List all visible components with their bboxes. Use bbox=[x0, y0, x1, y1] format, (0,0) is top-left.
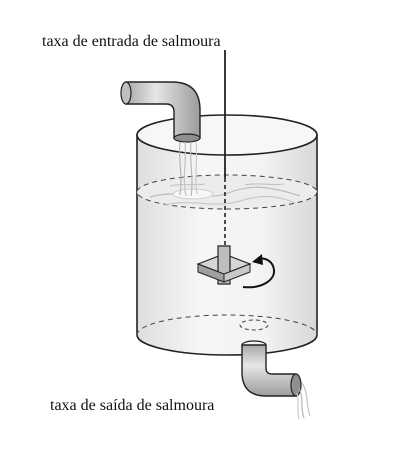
outflow-stream bbox=[296, 382, 311, 420]
inlet-pipe bbox=[120, 81, 201, 143]
inflow-label: taxa de entrada de salmoura bbox=[42, 33, 221, 50]
rotation-arrow bbox=[242, 254, 276, 289]
drain-opening bbox=[239, 319, 269, 331]
outflow-label: taxa de saída de salmoura bbox=[50, 397, 214, 414]
tank bbox=[136, 114, 318, 356]
inflow-stream bbox=[178, 141, 198, 197]
stirrer-blades bbox=[196, 245, 252, 285]
outlet-pipe bbox=[241, 340, 302, 397]
liquid-surface bbox=[136, 174, 318, 210]
